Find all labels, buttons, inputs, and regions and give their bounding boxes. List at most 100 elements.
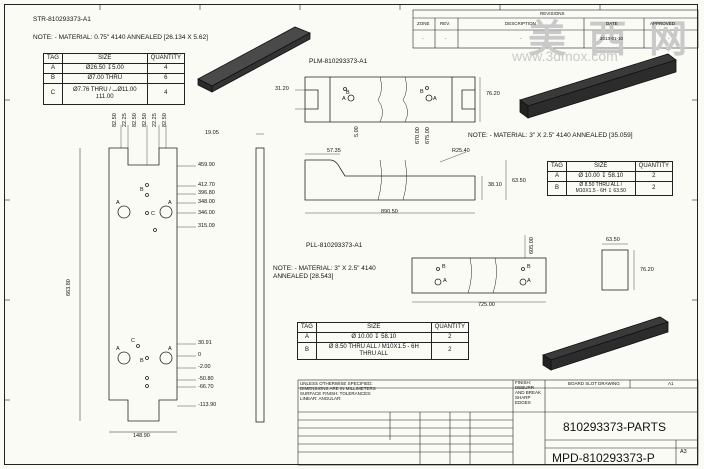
plm-th-size: SIZE <box>565 161 636 172</box>
title-block-lines <box>297 379 699 466</box>
plm-cell-qty: 2 <box>634 170 674 182</box>
str-dim-right: -66.70 <box>198 384 214 390</box>
str-label-a: A <box>168 200 172 206</box>
str-cell-qty: 4 <box>146 62 186 74</box>
plm-side-dim: 890.50 <box>381 209 398 215</box>
pll-cell-size: Ø 10.00 ↧ 58.10 <box>315 331 432 343</box>
plm-isometric-view <box>519 53 677 119</box>
str-dim-top: 82.50 <box>142 113 148 127</box>
plm-dim: 675.00 <box>425 127 431 144</box>
str-label-a: A <box>116 200 120 206</box>
plm-dim: 5.00 <box>354 126 360 137</box>
str-label-a: A <box>116 346 120 352</box>
pll-cell-tag: A <box>297 331 317 343</box>
plm-dim: 670.00 <box>415 127 421 144</box>
pll-cell-tag: B <box>297 341 317 360</box>
sheet-size: A3 <box>680 449 687 455</box>
pll-isometric-view <box>542 316 669 371</box>
rev-header-date: DATE <box>606 21 618 26</box>
drawing-number: MPD-810293373-P <box>552 451 655 465</box>
str-dim-right: 30.91 <box>198 340 212 346</box>
pll-cell-qty: 2 <box>430 331 470 343</box>
rev-header-zone: ZONE <box>417 21 430 26</box>
sheet-border <box>4 4 698 465</box>
watermark-cn: 美 西 网 <box>528 19 694 61</box>
str-front-view <box>79 125 196 433</box>
pll-label-a: A <box>443 278 447 284</box>
pll-title: PLL-810293373-A1 <box>306 242 363 249</box>
rev-header-description: DESCRIPTION <box>505 21 536 26</box>
str-dim-right: -2.00 <box>198 364 211 370</box>
revision-block-lines <box>412 9 699 49</box>
str-dim-width: 148.90 <box>133 433 150 439</box>
plm-hole-table: TAG SIZE QUANTITY A Ø 10.00 ↧ 58.10 2 B … <box>547 161 674 197</box>
pll-dim: 76.20 <box>640 267 654 273</box>
pll-cell-qty: 2 <box>430 341 470 360</box>
str-dim-top: 82.50 <box>132 113 138 127</box>
pll-dim: 725.00 <box>478 302 495 308</box>
str-cell-tag: A <box>43 62 63 74</box>
plm-cell-tag: B <box>547 180 567 197</box>
plm-th-tag: TAG <box>547 161 567 172</box>
title-block-drawing-title: BOARD SLOT DRAWING <box>568 381 620 386</box>
plm-side-view <box>304 151 507 214</box>
pll-dim: 63.50 <box>606 237 620 243</box>
plm-dim: 76.20 <box>486 91 500 97</box>
rev-row-zone: - <box>422 36 424 41</box>
table-row: B Ø 8.50 THRU ALL / M10X1.5 - 6H ↧ 63.50… <box>547 180 674 197</box>
pll-end-view <box>601 243 635 291</box>
str-dim-side: 19.05 <box>205 130 219 136</box>
pll-th-quantity: QUANTITY <box>430 322 470 333</box>
rev-row-date: 2013-01-10 <box>600 36 624 41</box>
part-number: 810293373-PARTS <box>563 420 666 434</box>
str-note: NOTE: - MATERIAL: 0.75" 4140 ANNEALED [2… <box>33 34 208 41</box>
str-dim-right: -50.80 <box>198 376 214 382</box>
str-dim-top: 82.50 <box>162 113 168 127</box>
pll-note: NOTE: - MATERIAL: 3" X 2.5" 4140 ANNEALE… <box>273 265 376 280</box>
str-hole-table: TAG SIZE QUANTITY A Ø26.50 ↧5.00 4 B Ø7.… <box>43 53 186 105</box>
str-dim-right: -113.90 <box>198 402 217 408</box>
plm-label-a: A <box>342 96 346 102</box>
plm-cell-size: Ø 10.00 ↧ 58.10 <box>565 170 636 182</box>
str-dim-top: 22.25 <box>152 113 158 127</box>
pll-label-b: B <box>527 264 531 270</box>
plm-note: NOTE: - MATERIAL: 3" X 2.5" 4140 ANNEALE… <box>468 132 633 139</box>
str-dim-top: 22.25 <box>122 113 128 127</box>
watermark-url: www.3dmox.com <box>512 48 618 64</box>
pll-th-tag: TAG <box>297 322 317 333</box>
pll-th-size: SIZE <box>315 322 432 333</box>
plm-th-quantity: QUANTITY <box>634 161 674 172</box>
table-row: C Ø7.76 THRU / ⌴Ø11.00 ↧11.00 4 <box>43 82 186 105</box>
str-dim-right: 348.00 <box>198 199 215 205</box>
pll-dim: 605.00 <box>529 237 535 254</box>
rev-header-approved: APPROVED <box>650 21 676 26</box>
table-row: B Ø 8.50 THRU ALL / M10X1.5 - 6H THRU AL… <box>297 341 470 360</box>
plm-side-dim: 57.35 <box>327 148 341 154</box>
str-dim-right: 346.00 <box>198 210 215 216</box>
title-block-drawn-by: A1 <box>668 381 674 386</box>
str-cell-tag: C <box>43 82 63 105</box>
plm-cell-tag: A <box>547 170 567 182</box>
pll-label-a: A <box>527 278 531 284</box>
str-label-c: C <box>151 211 155 217</box>
pll-label-b: B <box>442 264 446 270</box>
table-row: A Ø 10.00 ↧ 58.10 2 <box>297 331 470 343</box>
str-dim-right: 0 <box>198 352 202 358</box>
frame-ticks <box>4 4 698 401</box>
plm-title: PLM-810293373-A1 <box>309 58 368 65</box>
str-label-b: B <box>140 187 144 193</box>
rev-row-description: - <box>520 36 522 41</box>
pll-cell-size: Ø 8.50 THRU ALL / M10X1.5 - 6H THRU ALL <box>315 341 432 360</box>
table-row: A Ø26.50 ↧5.00 4 <box>43 62 186 74</box>
str-cell-tag: B <box>43 72 63 84</box>
str-cell-size: Ø26.50 ↧5.00 <box>61 62 148 74</box>
plm-cell-size: Ø 8.50 THRU ALL / M10X1.5 - 6H ↧ 63.50 <box>565 180 636 197</box>
str-cell-size: Ø7.76 THRU / ⌴Ø11.00 ↧11.00 <box>61 82 148 105</box>
plm-top-view <box>295 76 481 123</box>
revision-title: REVISIONS <box>540 11 565 16</box>
plm-side-dim: R25.40 <box>452 148 470 154</box>
str-th-tag: TAG <box>43 53 63 64</box>
str-label-c: C <box>131 338 135 344</box>
